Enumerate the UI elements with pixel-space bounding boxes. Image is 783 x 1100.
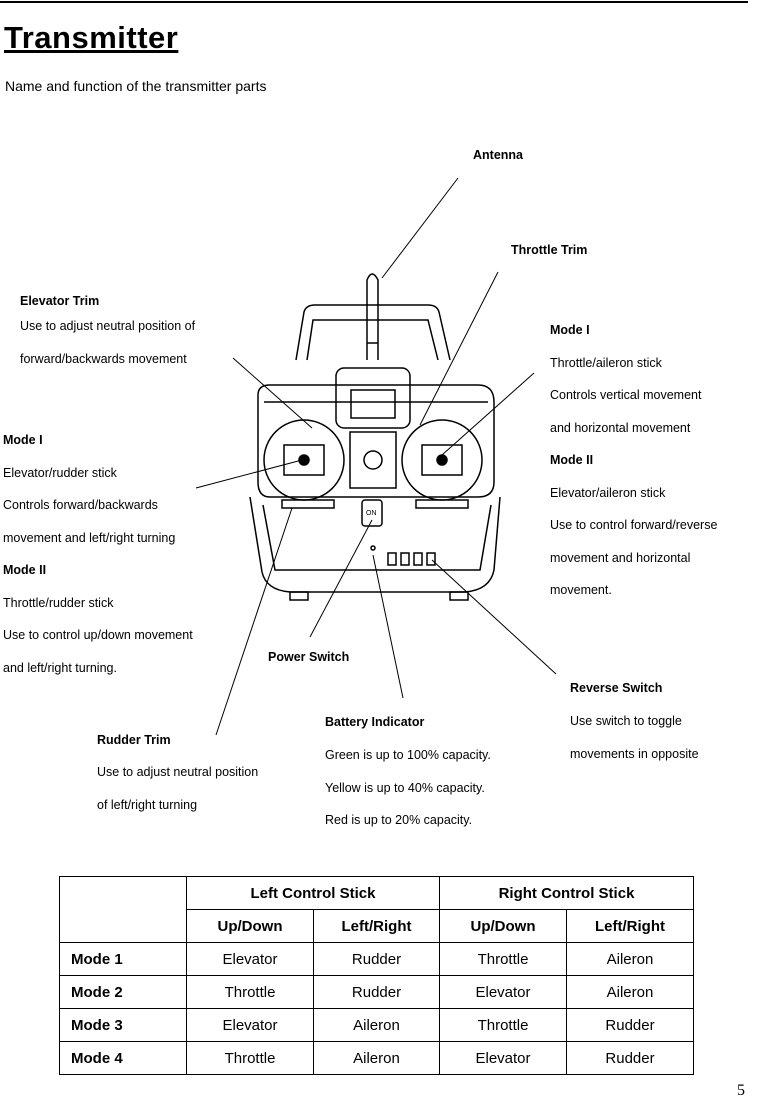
- table-cell: Aileron: [566, 975, 694, 1009]
- power-switch-leader: [309, 519, 373, 638]
- mode-cell: Mode 1: [59, 942, 187, 976]
- table-cell: Throttle: [439, 1008, 567, 1042]
- table-row: Mode 3 Elevator Aileron Throttle Rudder: [59, 1008, 694, 1042]
- antenna-shape: [366, 273, 379, 360]
- throttle-trim-leader: [419, 271, 499, 426]
- battery-indicator-label: Battery Indicator: [325, 715, 425, 729]
- table-corner-cell: [59, 876, 187, 943]
- battery-indicator-description: Green is up to 100% capacity. Yellow is …: [325, 748, 491, 827]
- left-stick-leader: [195, 459, 303, 489]
- mode-table: Left Control Stick Right Control Stick U…: [59, 876, 694, 1075]
- table-cell: Throttle: [186, 1041, 314, 1075]
- mode-cell: Mode 3: [59, 1008, 187, 1042]
- elevator-trim-leader: [232, 357, 313, 429]
- subheader-cell: Left/Right: [313, 909, 440, 943]
- throttle-trim-label: Throttle Trim: [511, 243, 588, 257]
- subheader-cell: Up/Down: [186, 909, 314, 943]
- page-title: Transmitter: [4, 20, 179, 55]
- subheader-cell: Up/Down: [439, 909, 567, 943]
- mode-cell: Mode 4: [59, 1041, 187, 1075]
- table-cell: Elevator: [439, 975, 567, 1009]
- antenna-leader: [381, 177, 459, 279]
- table-cell: Aileron: [566, 942, 694, 976]
- table-row: Mode 1 Elevator Rudder Throttle Aileron: [59, 942, 694, 976]
- top-rule: [0, 1, 748, 3]
- table-subheader-row: Up/Down Left/Right Up/Down Left/Right: [60, 909, 694, 943]
- reverse-switch-label: Reverse Switch: [570, 681, 663, 695]
- carry-handle: [295, 304, 451, 361]
- table-row: Mode 2 Throttle Rudder Elevator Aileron: [59, 975, 694, 1009]
- right-stick-header: Right Control Stick: [439, 876, 694, 910]
- table-cell: Rudder: [313, 942, 440, 976]
- transmitter-diagram: ON: [195, 177, 557, 736]
- right-stick-leader: [441, 372, 535, 456]
- table-cell: Throttle: [439, 942, 567, 976]
- table-cell: Elevator: [186, 1008, 314, 1042]
- lower-body: [249, 496, 501, 593]
- table-cell: Rudder: [566, 1041, 694, 1075]
- table-row: Mode 4 Throttle Aileron Elevator Rudder: [59, 1041, 694, 1075]
- power-on-label: ON: [366, 510, 377, 517]
- table-cell: Rudder: [313, 975, 440, 1009]
- rudder-trim-description: Use to adjust neutral position of left/r…: [97, 765, 259, 812]
- battery-leader: [372, 554, 404, 699]
- mode-cell: Mode 2: [59, 975, 187, 1009]
- rudder-trim-label: Rudder Trim: [97, 733, 171, 747]
- table-cell: Elevator: [439, 1041, 567, 1075]
- transmitter-body: [257, 384, 495, 498]
- left-stick-header: Left Control Stick: [186, 876, 440, 910]
- antenna-label: Antenna: [473, 148, 523, 162]
- table-cell: Aileron: [313, 1008, 440, 1042]
- power-switch: [361, 499, 383, 527]
- table-cell: Throttle: [186, 975, 314, 1009]
- rudder-trim-leader: [215, 507, 293, 736]
- display-module: [335, 367, 411, 429]
- reverse-switch-leader: [431, 559, 557, 675]
- table-cell: Elevator: [186, 942, 314, 976]
- page-number: 5: [737, 1082, 745, 1099]
- elevator-trim-description: Use to adjust neutral position of forwar…: [20, 319, 196, 366]
- left-stick-description: Mode I Elevator/rudder stick Controls fo…: [3, 433, 193, 675]
- right-stick-description: Mode I Throttle/aileron stick Controls v…: [550, 323, 718, 597]
- power-switch-label: Power Switch: [268, 650, 350, 664]
- subheader-cell: Left/Right: [566, 909, 694, 943]
- table-cell: Rudder: [566, 1008, 694, 1042]
- elevator-trim-label: Elevator Trim: [20, 294, 100, 308]
- table-header-row: Left Control Stick Right Control Stick: [59, 876, 694, 943]
- table-cell: Aileron: [313, 1041, 440, 1075]
- reverse-switch-description: Use switch to toggle movements in opposi…: [570, 714, 699, 761]
- page-subtitle: Name and function of the transmitter par…: [5, 78, 267, 94]
